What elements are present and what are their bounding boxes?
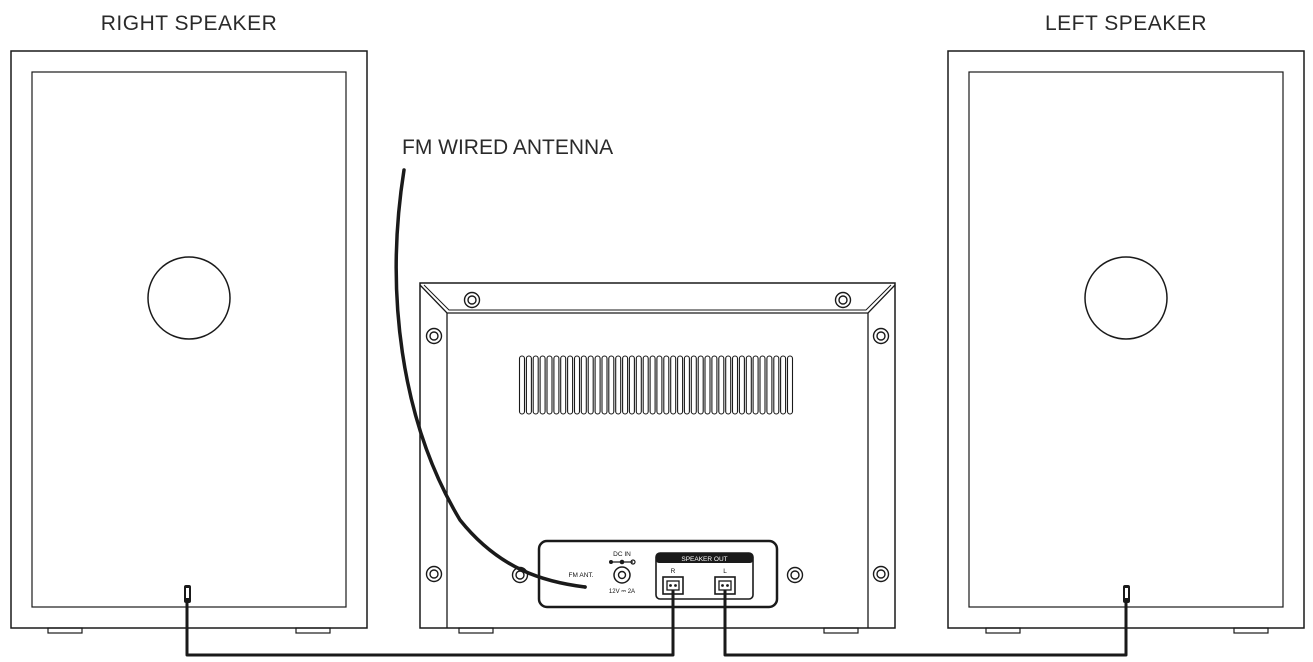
fm-antenna-label: FM WIRED ANTENNA: [402, 136, 613, 159]
left-speaker-terminal-hole: [1125, 588, 1128, 598]
vent-slot: [759, 355, 766, 415]
vent-slot: [567, 355, 574, 415]
vent-slot: [649, 355, 656, 415]
vent-slot: [670, 355, 677, 415]
screw-icon: [872, 327, 890, 345]
left-speaker: [947, 50, 1305, 634]
fm-ant-label: FM ANT.: [569, 572, 594, 579]
vent-slot: [773, 355, 780, 415]
screw-icon-inner: [467, 295, 477, 305]
vent-slot: [573, 355, 581, 415]
dc-in-label: DC IN: [613, 551, 631, 558]
vent-slot: [731, 355, 739, 415]
right-speaker-driver: [147, 256, 231, 340]
vent-slot: [718, 355, 725, 415]
left-speaker-foot: [985, 627, 1021, 634]
right-speaker-grille: [31, 71, 347, 608]
speaker-out-r-jack: [662, 576, 684, 595]
dc-in-jack: [613, 566, 631, 584]
vent-slot: [546, 355, 553, 415]
rear-panel: FM ANT. DC IN 12V ⎓ 2A SPEAKER OUT R L: [537, 539, 779, 609]
speaker-out-l-label: L: [723, 568, 727, 575]
vent-slot: [628, 355, 635, 415]
vent-slot: [683, 355, 690, 415]
vent-slot: [697, 355, 704, 415]
vent-slot: [663, 355, 670, 415]
right-speaker: [10, 50, 368, 634]
vent-slot: [786, 355, 794, 415]
left-speaker-foot: [1233, 627, 1269, 634]
screw-icon: [786, 566, 804, 584]
vent-slot: [704, 355, 711, 415]
left-speaker-cable: [723, 590, 1128, 657]
vent-slot: [539, 355, 546, 415]
vent-slot: [622, 355, 629, 415]
vent-slot: [532, 355, 539, 415]
screw-icon-inner: [429, 569, 439, 579]
main-unit: FM ANT. DC IN 12V ⎓ 2A SPEAKER OUT R L: [419, 282, 896, 634]
right-speaker-cable: [185, 590, 675, 657]
vent-slot: [518, 355, 526, 415]
screw-icon-inner: [876, 331, 886, 341]
right-speaker-label: RIGHT SPEAKER: [101, 12, 278, 35]
screw-icon-inner: [838, 295, 848, 305]
main-unit-foot: [823, 627, 859, 634]
vent-slot: [525, 355, 532, 415]
vent-slot: [615, 355, 622, 415]
right-speaker-foot: [295, 627, 331, 634]
vent-slot: [738, 355, 745, 415]
vent-slot: [608, 355, 615, 415]
dc-rating-label: 12V ⎓ 2A: [609, 589, 635, 595]
vent-slot: [635, 355, 642, 415]
vent-slot: [752, 355, 759, 415]
main-unit-top-bevel-inner: [423, 284, 892, 311]
screw-icon: [834, 291, 852, 309]
screw-icon-inner: [876, 569, 886, 579]
right-speaker-terminal-hole: [186, 588, 189, 598]
main-unit-top-bevel: [419, 284, 896, 314]
screw-icon-inner: [790, 570, 800, 580]
screw-icon: [463, 291, 481, 309]
vent-slot: [656, 355, 663, 415]
vent-slot: [766, 355, 773, 415]
screw-icon: [425, 565, 443, 583]
vent-slot: [594, 355, 601, 415]
vent-slot: [711, 355, 718, 415]
ventilation-grille: [518, 355, 794, 415]
right-speaker-foot: [47, 627, 83, 634]
left-speaker-driver: [1084, 256, 1168, 340]
dc-in-jack-center: [617, 570, 627, 580]
left-speaker-label: LEFT SPEAKER: [1045, 12, 1207, 35]
fm-antenna-wire: [394, 168, 587, 589]
screw-icon-inner: [429, 331, 439, 341]
vent-slot: [725, 355, 732, 415]
speaker-out-header: [656, 553, 753, 563]
vent-slot: [601, 355, 608, 415]
vent-slot: [642, 355, 649, 415]
vent-slot: [587, 355, 594, 415]
speaker-out-r-label: R: [671, 568, 676, 575]
vent-slot: [553, 355, 560, 415]
vent-slot: [745, 355, 752, 415]
vent-slot: [560, 355, 567, 415]
screw-icon: [872, 565, 890, 583]
speaker-out-label: SPEAKER OUT: [681, 556, 727, 563]
main-unit-foot: [458, 627, 494, 634]
vent-slot: [580, 355, 587, 415]
vent-slot: [690, 355, 697, 415]
dc-polarity-icon: [609, 559, 636, 565]
screw-icon: [425, 327, 443, 345]
vent-slot: [677, 355, 684, 415]
vent-slot: [780, 355, 787, 415]
